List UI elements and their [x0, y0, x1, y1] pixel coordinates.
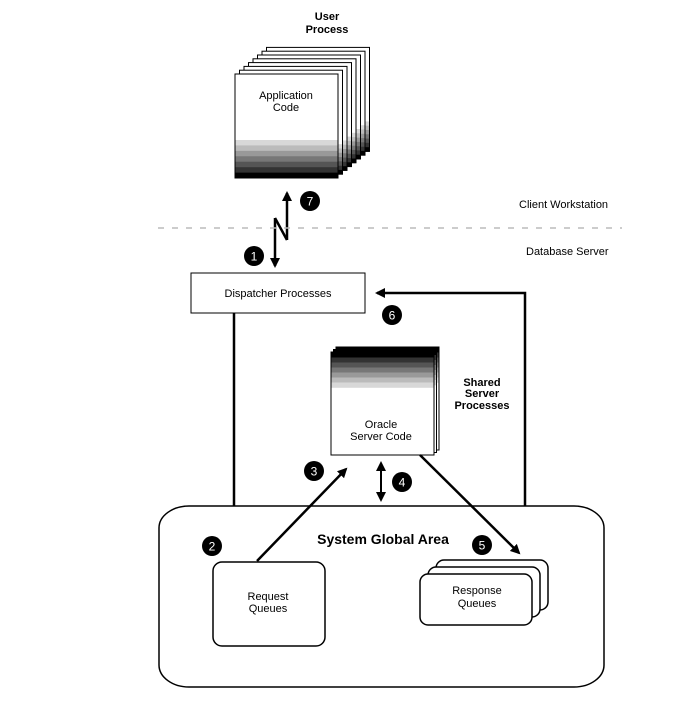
arrow-to-shared-server — [256, 467, 348, 562]
step-badge-circle — [472, 535, 492, 555]
oracle-server-code-stack — [330, 346, 440, 456]
step-badge-circle — [392, 472, 412, 492]
step-badge-5: 5 — [472, 535, 492, 555]
application-code-page — [234, 73, 339, 179]
step-number: 7 — [307, 195, 314, 209]
client-workstation-label: Client Workstation — [519, 199, 608, 211]
step-badge-2: 2 — [202, 536, 222, 556]
response-queues-label-2: Queues — [458, 598, 497, 610]
step-badge-7: 7 — [300, 191, 320, 211]
oracle-server-code-label-2: Server Code — [350, 431, 412, 443]
application-code-stack — [234, 46, 370, 179]
response-queues-label-1: Response — [452, 585, 502, 597]
dispatcher-processes-label: Dispatcher Processes — [225, 288, 332, 300]
step-badge-circle — [382, 305, 402, 325]
step-badge-1: 1 — [244, 246, 264, 266]
oracle-server-code-page — [330, 351, 435, 456]
step-number: 4 — [399, 476, 406, 490]
step-badge-circle — [304, 461, 324, 481]
step-number: 2 — [209, 540, 216, 554]
step-number: 1 — [251, 250, 258, 264]
shared-server-label-3: Processes — [454, 400, 509, 412]
application-code-label-2: Code — [273, 102, 299, 114]
user-process-label-2: Process — [306, 24, 349, 36]
step-badge-4: 4 — [392, 472, 412, 492]
application-code-label-1: Application — [259, 90, 313, 102]
oracle-server-code-label-1: Oracle — [365, 419, 397, 431]
response-queues-stack — [419, 559, 549, 626]
client-server-connection-arrow — [270, 191, 292, 268]
shared-server-label-2: Server — [465, 388, 500, 400]
database-server-label: Database Server — [526, 246, 609, 258]
step-number: 5 — [479, 539, 486, 553]
request-queues-label-2: Queues — [249, 603, 288, 615]
system-global-area-label: System Global Area — [317, 531, 449, 547]
arrow-to-response-queues — [419, 454, 521, 555]
step-badge-6: 6 — [382, 305, 402, 325]
step-badge-3: 3 — [304, 461, 324, 481]
step-badge-circle — [202, 536, 222, 556]
request-queues-label-1: Request — [248, 591, 289, 603]
step-number: 6 — [389, 309, 396, 323]
dispatcher-processes-box — [190, 272, 366, 314]
step-number: 3 — [311, 465, 318, 479]
arrow-to-dispatcher — [375, 288, 527, 560]
step-badge-circle — [300, 191, 320, 211]
shared-server-label-1: Shared — [463, 377, 500, 389]
step-badge-circle — [244, 246, 264, 266]
request-queues-box — [212, 561, 326, 647]
user-process-label-1: User — [315, 11, 340, 23]
